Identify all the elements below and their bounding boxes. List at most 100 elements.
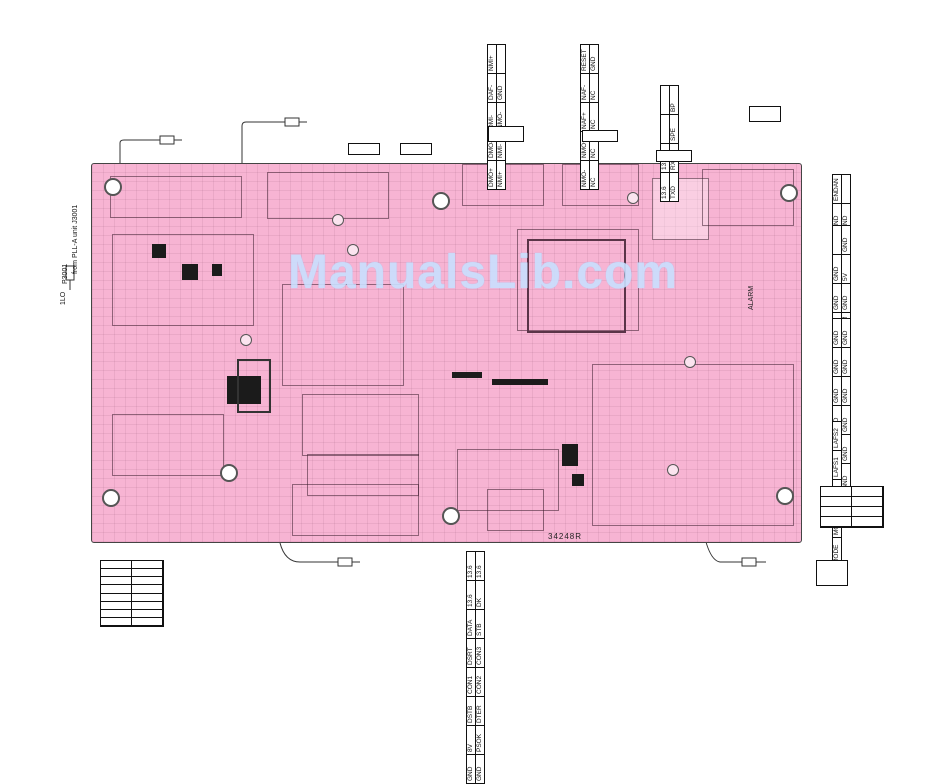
label-box: [488, 126, 524, 142]
cable-connector-label: P3001: [62, 263, 69, 284]
component-area: [457, 449, 559, 511]
pin-label: SPE: [670, 114, 678, 143]
pin-label: RESET: [581, 49, 588, 71]
pin-label: GND: [842, 376, 850, 405]
pin-label: BP: [670, 103, 677, 112]
pin-label: PSOK: [476, 725, 484, 754]
component-area: [307, 454, 419, 496]
mounting-hole: [102, 489, 120, 507]
pin-label: DAF-: [488, 73, 496, 102]
pin-label: GND: [467, 754, 475, 783]
component-area: [702, 169, 794, 226]
capacitor: [332, 214, 344, 226]
pin-label: GND: [833, 347, 841, 376]
pin-label-row: NMO-NMO+NAF+NAF-RESET: [581, 45, 590, 189]
board-code: 34248R: [548, 532, 583, 541]
pin-label: 13.6: [661, 172, 669, 201]
capacitor: [347, 244, 359, 256]
pin-label: 5V: [842, 254, 850, 283]
ic-chip: [572, 474, 584, 486]
label-box: [656, 150, 692, 162]
ic-chip: [452, 372, 482, 378]
pin-label: [661, 86, 669, 114]
ic-chip: [212, 264, 222, 276]
capacitor: [627, 192, 639, 204]
pin-label: 13.6: [476, 565, 483, 578]
connector-block: [562, 164, 639, 206]
pin-label: [842, 175, 850, 203]
pin-label: GND: [833, 254, 841, 283]
pin-label-row: DMO+DMO-DMI-DAF-NMI+: [488, 45, 497, 189]
pin-label: DATA: [467, 609, 475, 638]
mounting-hole: [780, 184, 798, 202]
label-grid: [820, 486, 884, 528]
pin-label: LAFS2: [833, 428, 840, 448]
pin-label-row: NMI+NMI-NMO-GND: [497, 45, 505, 189]
component-area: [302, 394, 419, 456]
ic-chip: [152, 244, 166, 258]
microcontroller: [527, 239, 626, 333]
pin-label: 13.6: [467, 565, 474, 578]
pin-label: [661, 114, 669, 143]
component-area: [112, 414, 224, 476]
circuit-board: [91, 163, 802, 543]
pin-label: GND: [842, 237, 849, 252]
label-box: [400, 143, 432, 155]
pin-label: CON1: [467, 667, 475, 696]
pin-label: GND: [842, 330, 849, 345]
pin-label-table-right4: MODEMODEGNDLAFS1LAFS2: [832, 421, 950, 567]
pin-label: GND: [833, 283, 841, 312]
pin-label-table-right3: GNDGNDGNDGNDGNDGNDGNDGNDGNDGNDGNDGND: [832, 318, 950, 493]
pin-label-table-right1: GNDKEYSTATGNDENDANGNDPTTGNDGND: [832, 174, 950, 320]
capacitor: [667, 464, 679, 476]
component-area: [487, 489, 544, 531]
mounting-hole: [776, 487, 794, 505]
pin-label: NMI+: [488, 55, 495, 71]
pin-label: GND: [476, 754, 484, 783]
pin-label: DTER: [476, 696, 484, 725]
pin-label: NC: [590, 73, 598, 102]
pin-label: DMO+: [488, 160, 496, 189]
component-area: [110, 176, 242, 218]
pin-label: STB: [476, 609, 484, 638]
pin-label: CON3: [476, 638, 484, 667]
mounting-hole: [442, 507, 460, 525]
mounting-hole: [220, 464, 238, 482]
pin-label: [497, 45, 505, 73]
pin-label: GND: [842, 347, 850, 376]
pin-label: GND: [590, 56, 597, 71]
pin-label: NAF-: [581, 73, 589, 102]
pin-label: NAF+: [581, 102, 589, 131]
pin-label: CON2: [476, 667, 484, 696]
pin-label: DSTB: [467, 696, 475, 725]
capacitor: [240, 334, 252, 346]
component-area: [267, 172, 389, 219]
capacitor: [684, 356, 696, 368]
mounting-hole: [432, 192, 450, 210]
label-box: [749, 106, 781, 122]
pin-label: GND: [833, 376, 841, 405]
pin-label: GND: [842, 283, 850, 312]
pin-label: NC: [590, 102, 598, 131]
ic-chip: [182, 264, 198, 280]
label-grid: [100, 560, 164, 627]
pin-label: 8V: [467, 725, 475, 754]
component-area: [282, 284, 404, 386]
cable-signal-label: 1LO: [60, 291, 67, 305]
label-box: [582, 130, 618, 142]
pin-label: GND: [842, 434, 850, 463]
ic-chip: [492, 379, 548, 385]
cable-source-label: from PLL-A unit J3001: [72, 204, 79, 274]
pin-label: LAFS1: [833, 450, 841, 479]
pin-label: GND: [497, 73, 505, 102]
mounting-hole: [104, 178, 122, 196]
processor-area: [517, 229, 639, 331]
